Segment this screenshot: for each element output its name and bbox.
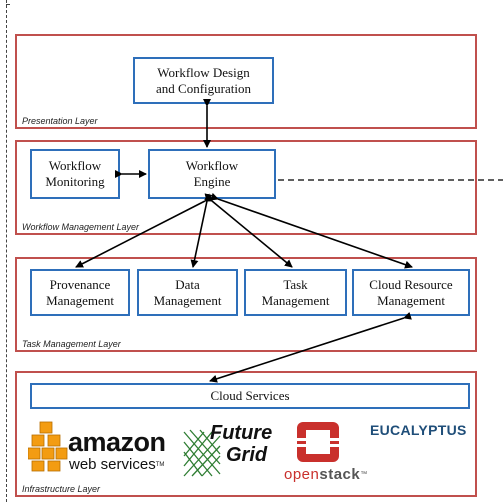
workflow-monitoring-line1: Workflow	[48, 158, 102, 173]
data-management-line2: Management	[153, 292, 222, 308]
arrow-engine-data	[190, 193, 213, 268]
eucalyptus-logo: EUCALYPTUS	[370, 422, 467, 438]
dashed-boundary-left	[6, 0, 7, 502]
presentation-layer-label: Presentation Layer	[22, 116, 98, 126]
futuregrid-logo: Future Grid	[180, 420, 280, 482]
task-management-layer-label: Task Management Layer	[22, 339, 121, 349]
cloud-resource-line1: Cloud Resource	[369, 276, 453, 292]
futuregrid-mesh-icon	[183, 429, 221, 477]
dashed-boundary-top	[6, 4, 10, 5]
amazon-wordmark: amazon	[68, 427, 166, 457]
web-services-wordmark: web servicesTM	[69, 457, 164, 473]
workflow-engine-line1: Workflow	[185, 158, 239, 173]
task-management-line1: Task	[283, 276, 308, 292]
provenance-line1: Provenance	[49, 276, 111, 292]
cloud-resource-line2: Management	[377, 292, 445, 308]
cloud-services-box: Cloud Services	[30, 383, 470, 409]
workflow-monitoring-line2: Monitoring	[45, 174, 105, 189]
web-services-text: web services	[69, 456, 156, 473]
infrastructure-layer-label: Infrastructure Layer	[22, 484, 101, 494]
provenance-line2: Management	[46, 292, 114, 308]
workflow-engine-line2: Engine	[193, 174, 231, 189]
openstack-text-stack: stack	[319, 466, 361, 483]
workflow-design-line1: Workflow Design	[157, 64, 250, 80]
openstack-tm: ™	[360, 471, 368, 478]
openstack-logo: openstack™	[282, 418, 377, 484]
cloud-services-label: Cloud Services	[210, 388, 290, 403]
arrow-engine-cloud-resource	[210, 192, 413, 269]
openstack-text-open: open	[284, 466, 320, 483]
workflow-design-line2: and Configuration	[156, 80, 251, 96]
futuregrid-text-grid: Grid	[226, 444, 268, 466]
data-management-line1: Data	[175, 276, 200, 292]
task-management-line2: Management	[261, 292, 330, 308]
openstack-wordmark: openstack™	[284, 467, 368, 483]
futuregrid-text-future: Future	[210, 422, 273, 444]
amazon-web-services-logo: amazon web servicesTM	[28, 420, 168, 476]
amazon-boxes-icon	[28, 421, 68, 472]
arrow-cloud-resource-services	[209, 312, 412, 383]
openstack-square-icon	[297, 422, 339, 462]
amazon-tm: TM	[155, 462, 165, 468]
arrow-engine-provenance	[75, 194, 214, 268]
